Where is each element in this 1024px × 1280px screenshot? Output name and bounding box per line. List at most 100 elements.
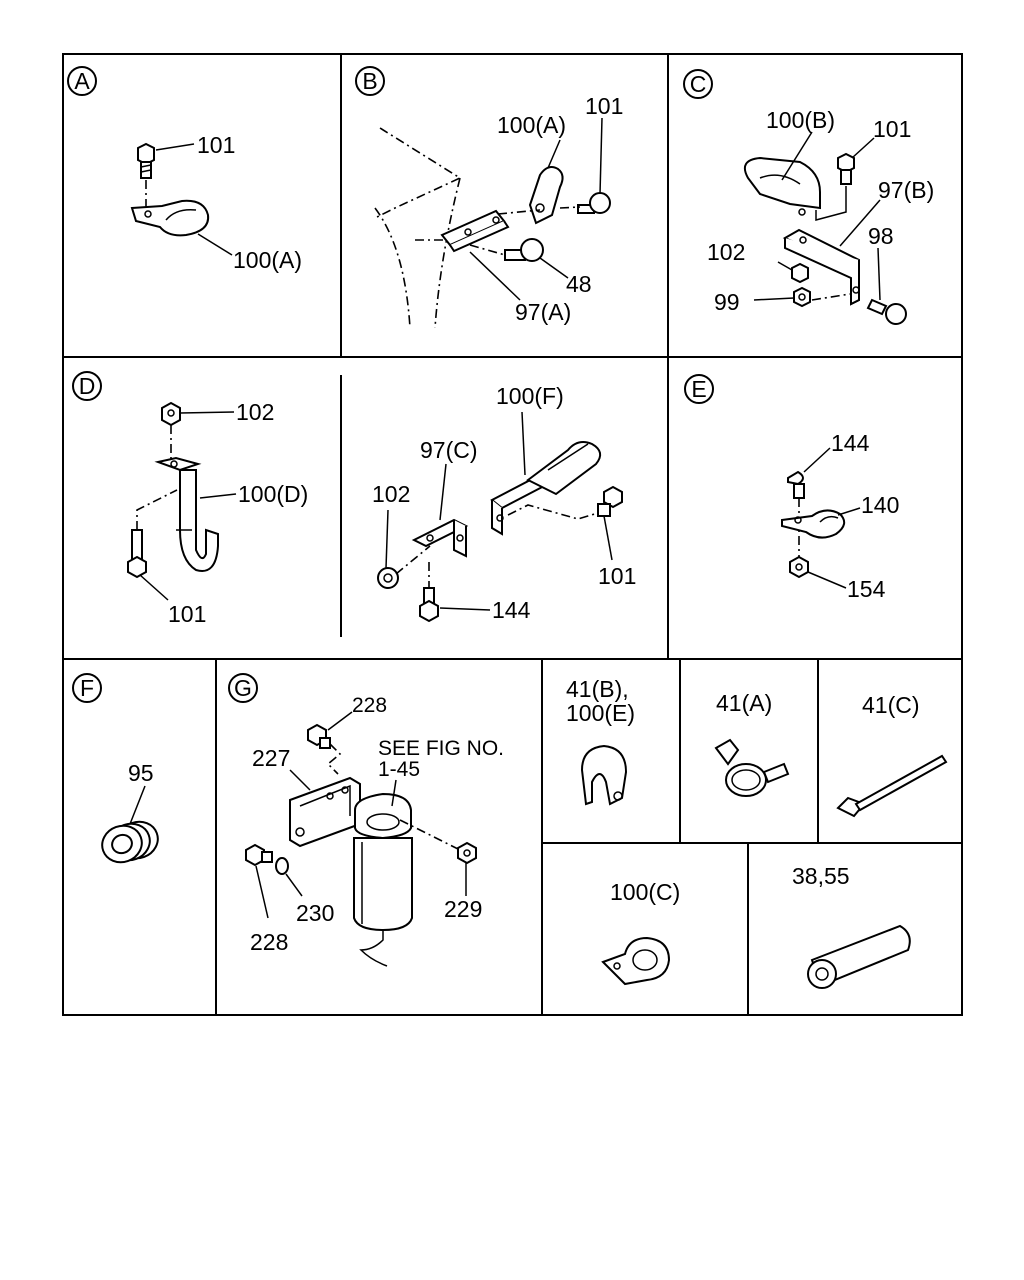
- callout-98: 98: [868, 223, 894, 249]
- panel-letter-a: A: [67, 66, 97, 96]
- callout-144: 144: [492, 597, 531, 623]
- nut-icon: [161, 401, 181, 427]
- bracket-icon: [154, 456, 219, 572]
- callout-228: 228: [250, 929, 288, 955]
- nut-icon: [793, 286, 811, 308]
- callout-100a: 100(A): [233, 247, 302, 273]
- clip-icon: [781, 509, 846, 539]
- nut-icon: [789, 555, 809, 579]
- bolt-icon: [597, 485, 623, 517]
- panel-letter-b: B: [355, 66, 385, 96]
- panel-letter-e-text: E: [691, 376, 706, 402]
- panel-c: C 100(B): [683, 69, 934, 325]
- callout-101: 101: [598, 563, 636, 589]
- hose-clamp-icon: [714, 738, 790, 797]
- bolt-icon: [419, 587, 439, 623]
- callout-41b: 41(B),: [566, 676, 629, 702]
- panel-a: A 101 100(A): [67, 66, 302, 273]
- callout-100c: 100(C): [610, 879, 680, 905]
- clip-icon: [130, 199, 210, 237]
- grommet-icon: [101, 820, 159, 864]
- bracket-icon: [411, 518, 469, 558]
- callout-97c: 97(C): [420, 437, 478, 463]
- callout-97b: 97(B): [878, 177, 934, 203]
- panel-letter-c-text: C: [690, 71, 707, 97]
- callout-102: 102: [236, 399, 274, 425]
- bolt-icon: [866, 298, 907, 325]
- panel-letter-g-text: G: [234, 675, 252, 701]
- callout-100a: 100(A): [497, 112, 566, 138]
- clip-icon: [744, 156, 821, 216]
- callout-140: 140: [861, 492, 899, 518]
- bolt-icon: [787, 470, 805, 499]
- callout-229: 229: [444, 896, 482, 922]
- callout-100b: 100(B): [766, 107, 835, 133]
- callout-228: 228: [352, 694, 387, 717]
- see-fig-label: SEE FIG NO.: [378, 737, 504, 760]
- clamp-icon: [580, 744, 628, 806]
- panel-e: E 144 140 154: [684, 374, 899, 602]
- callout-154: 154: [847, 576, 886, 602]
- panel-b: B 100(A) 101: [355, 66, 623, 329]
- callout-48: 48: [566, 271, 592, 297]
- callout-102: 102: [707, 239, 745, 265]
- tube-icon: [807, 924, 911, 989]
- callout-100f: 100(F): [496, 383, 564, 409]
- callout-101: 101: [197, 132, 235, 158]
- panel-grid: [62, 53, 963, 1016]
- panel-letter-b-text: B: [362, 68, 377, 94]
- callout-101: 101: [873, 116, 911, 142]
- bolt-icon: [504, 238, 544, 262]
- callout-102: 102: [372, 481, 410, 507]
- callout-100d: 100(D): [238, 481, 308, 507]
- panel-letter-f-text: F: [80, 675, 94, 701]
- callout-41c: 41(C): [862, 692, 920, 718]
- panel-g: G: [228, 673, 504, 967]
- bracket-icon: [289, 776, 361, 848]
- bolt-icon: [307, 723, 331, 749]
- callout-38-55: 38,55: [792, 863, 850, 889]
- cable-tie-icon: [836, 754, 948, 818]
- bracket-icon: [440, 209, 510, 253]
- panel-100c: 100(C): [601, 879, 680, 986]
- bolt-icon: [245, 843, 273, 867]
- panel-d: D 102 100(D) 101: [72, 371, 308, 627]
- nut-icon: [791, 262, 809, 284]
- panel-letter-f: F: [72, 673, 102, 703]
- callout-95: 95: [128, 760, 154, 786]
- nut-icon: [377, 567, 399, 589]
- callout-100e: 100(E): [566, 700, 635, 726]
- panel-41b-100e: 41(B), 100(E): [566, 676, 635, 806]
- callout-144: 144: [831, 430, 870, 456]
- clip-icon: [528, 166, 564, 225]
- see-fig-number: 1-45: [378, 758, 420, 781]
- panel-38-55: 38,55: [792, 863, 911, 989]
- panel-f: F 95: [72, 673, 159, 864]
- panel-d-detail: 100(F) 97(C) 102 101 144: [372, 383, 636, 623]
- bolt-icon: [577, 192, 611, 214]
- panel-letter-d: D: [72, 371, 102, 401]
- nut-icon: [457, 841, 477, 865]
- panel-letter-e: E: [684, 374, 714, 404]
- panel-letter-a-text: A: [74, 68, 90, 94]
- bolt-icon: [137, 142, 155, 179]
- vehicle-body-outline: [374, 127, 462, 329]
- callout-227: 227: [252, 745, 290, 771]
- fuel-filter-icon: [353, 792, 413, 967]
- callout-230: 230: [296, 900, 334, 926]
- bolt-icon: [127, 529, 147, 579]
- clip-icon: [601, 936, 671, 986]
- washer-icon: [275, 857, 289, 875]
- bracket-icon: [490, 441, 602, 536]
- callout-97a: 97(A): [515, 299, 571, 325]
- callout-101: 101: [585, 93, 623, 119]
- callout-101: 101: [168, 601, 206, 627]
- panel-letter-d-text: D: [79, 373, 96, 399]
- callout-99: 99: [714, 289, 740, 315]
- panel-letter-g: G: [228, 673, 258, 703]
- bracket-icon: [782, 228, 860, 306]
- bolt-icon: [837, 152, 855, 185]
- panel-41a: 41(A): [714, 690, 790, 797]
- callout-41a: 41(A): [716, 690, 772, 716]
